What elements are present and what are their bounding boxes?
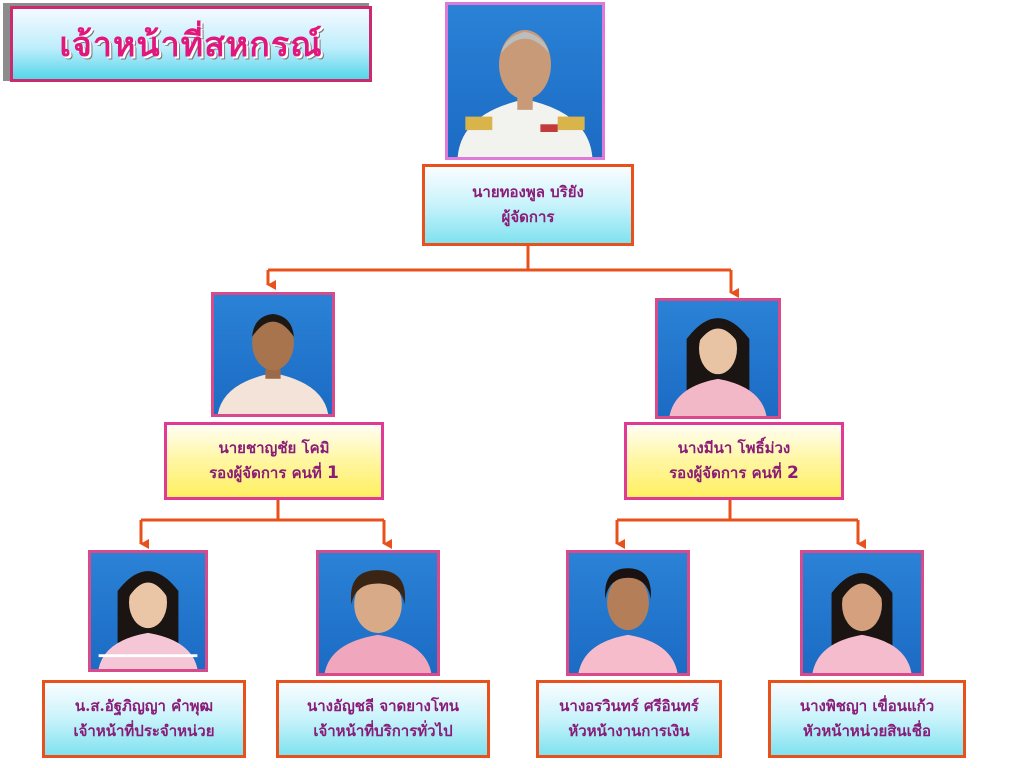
staff-4-name: นางพิชญา เขื่อนแก้ว (799, 697, 935, 715)
staff-2-name: นางอัญชลี จาดยางโทน (306, 697, 460, 715)
manager-photo (445, 2, 605, 160)
staff-2-photo (316, 550, 440, 676)
person-portrait-icon (217, 314, 329, 414)
manager-name: นายทองพูล บริยัง (472, 183, 584, 201)
deputy-1-role-line: รองผู้จัดการ คนที่ 1 (209, 461, 339, 486)
deputy-2-role: รองผู้จัดการ คนที่ (669, 464, 788, 482)
page-title: เจ้าหน้าที่สหกรณ์ (59, 25, 323, 65)
staff-1-role: เจ้าหน้าที่ประจำหน่วย (73, 722, 215, 740)
staff-3-photo (566, 550, 690, 676)
person-portrait-icon (98, 571, 198, 669)
person-portrait-icon (457, 30, 593, 157)
staff-4-box: นางพิชญา เขื่อนแก้ว หัวหน้าหน่วยสินเชื่อ (768, 680, 966, 758)
title-banner: เจ้าหน้าที่สหกรณ์ (10, 6, 372, 82)
deputy-1-name: นายชาญชัย โคมิ (218, 439, 330, 457)
deputy-2-number: 2 (787, 463, 799, 483)
deputy-1-number: 1 (327, 463, 339, 483)
deputy-2-photo (655, 298, 781, 419)
staff-3-role: หัวหน้างานการเงิน (568, 722, 690, 740)
staff-3-box: นางอรวินทร์ ศรีอินทร์ หัวหน้างานการเงิน (536, 680, 722, 758)
staff-1-photo (88, 550, 208, 672)
deputy-1-box: นายชาญชัย โคมิ รองผู้จัดการ คนที่ 1 (164, 422, 384, 500)
manager-box: นายทองพูล บริยัง ผู้จัดการ (422, 164, 634, 246)
deputy-1-role: รองผู้จัดการ คนที่ (209, 464, 328, 482)
deputy-2-role-line: รองผู้จัดการ คนที่ 2 (669, 461, 799, 486)
staff-4-photo (800, 550, 924, 676)
staff-1-box: น.ส.อัฐภิญญา คำพุฒ เจ้าหน้าที่ประจำหน่วย (42, 680, 246, 758)
staff-2-box: นางอัญชลี จาดยางโทน เจ้าหน้าที่บริการทั่… (276, 680, 490, 758)
person-portrait-icon (669, 318, 767, 416)
staff-2-role: เจ้าหน้าที่บริการทั่วไป (313, 722, 453, 740)
deputy-2-box: นางมีนา โพธิ์ม่วง รองผู้จัดการ คนที่ 2 (624, 422, 844, 500)
staff-4-role: หัวหน้าหน่วยสินเชื่อ (803, 722, 931, 740)
person-portrait-icon (324, 570, 432, 673)
staff-3-name: นางอรวินทร์ ศรีอินทร์ (559, 697, 699, 715)
person-portrait-icon (578, 568, 678, 673)
manager-role: ผู้จัดการ (501, 208, 555, 226)
staff-1-name: น.ส.อัฐภิญญา คำพุฒ (74, 697, 214, 715)
deputy-2-name: นางมีนา โพธิ์ม่วง (677, 439, 791, 457)
person-portrait-icon (812, 573, 912, 673)
connector-lines (139, 246, 866, 549)
deputy-1-photo (211, 292, 335, 417)
